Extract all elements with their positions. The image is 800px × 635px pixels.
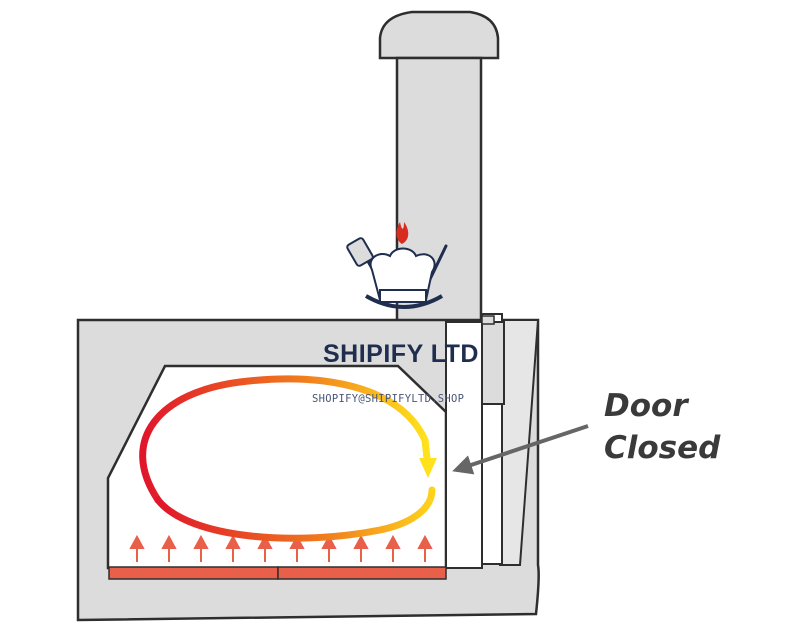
watermark-company: SHIPIFY LTD bbox=[323, 340, 479, 368]
floor-brick-left bbox=[108, 566, 279, 580]
heat-flow-lower bbox=[154, 486, 436, 542]
door-pointer-arrow bbox=[452, 424, 589, 475]
floor-brick-right bbox=[277, 566, 447, 580]
heat-flow-arrowhead bbox=[419, 458, 437, 478]
heat-arrow bbox=[417, 534, 433, 562]
heat-arrow bbox=[321, 534, 337, 562]
door-handle bbox=[481, 315, 495, 325]
heat-flow-upper bbox=[139, 375, 431, 504]
heat-flow-loop bbox=[139, 375, 437, 542]
flue-damper bbox=[481, 321, 505, 405]
heat-arrow bbox=[129, 534, 145, 562]
heat-arrow bbox=[385, 534, 401, 562]
chef-hat-logo-icon bbox=[346, 222, 448, 309]
closed-label: Closed bbox=[604, 430, 721, 466]
heat-arrow bbox=[353, 534, 369, 562]
door-panel bbox=[445, 321, 483, 569]
heat-arrow bbox=[161, 534, 177, 562]
heat-arrow bbox=[257, 534, 273, 562]
door-label: Door bbox=[604, 388, 688, 424]
heat-arrow bbox=[225, 534, 241, 562]
heat-arrow bbox=[193, 534, 209, 562]
heat-arrow bbox=[289, 534, 305, 562]
chimney-cap bbox=[378, 10, 500, 60]
heat-arrows bbox=[129, 534, 433, 562]
watermark-email: SHOPIFY@SHIPIFYLTD.SHOP bbox=[312, 393, 465, 405]
